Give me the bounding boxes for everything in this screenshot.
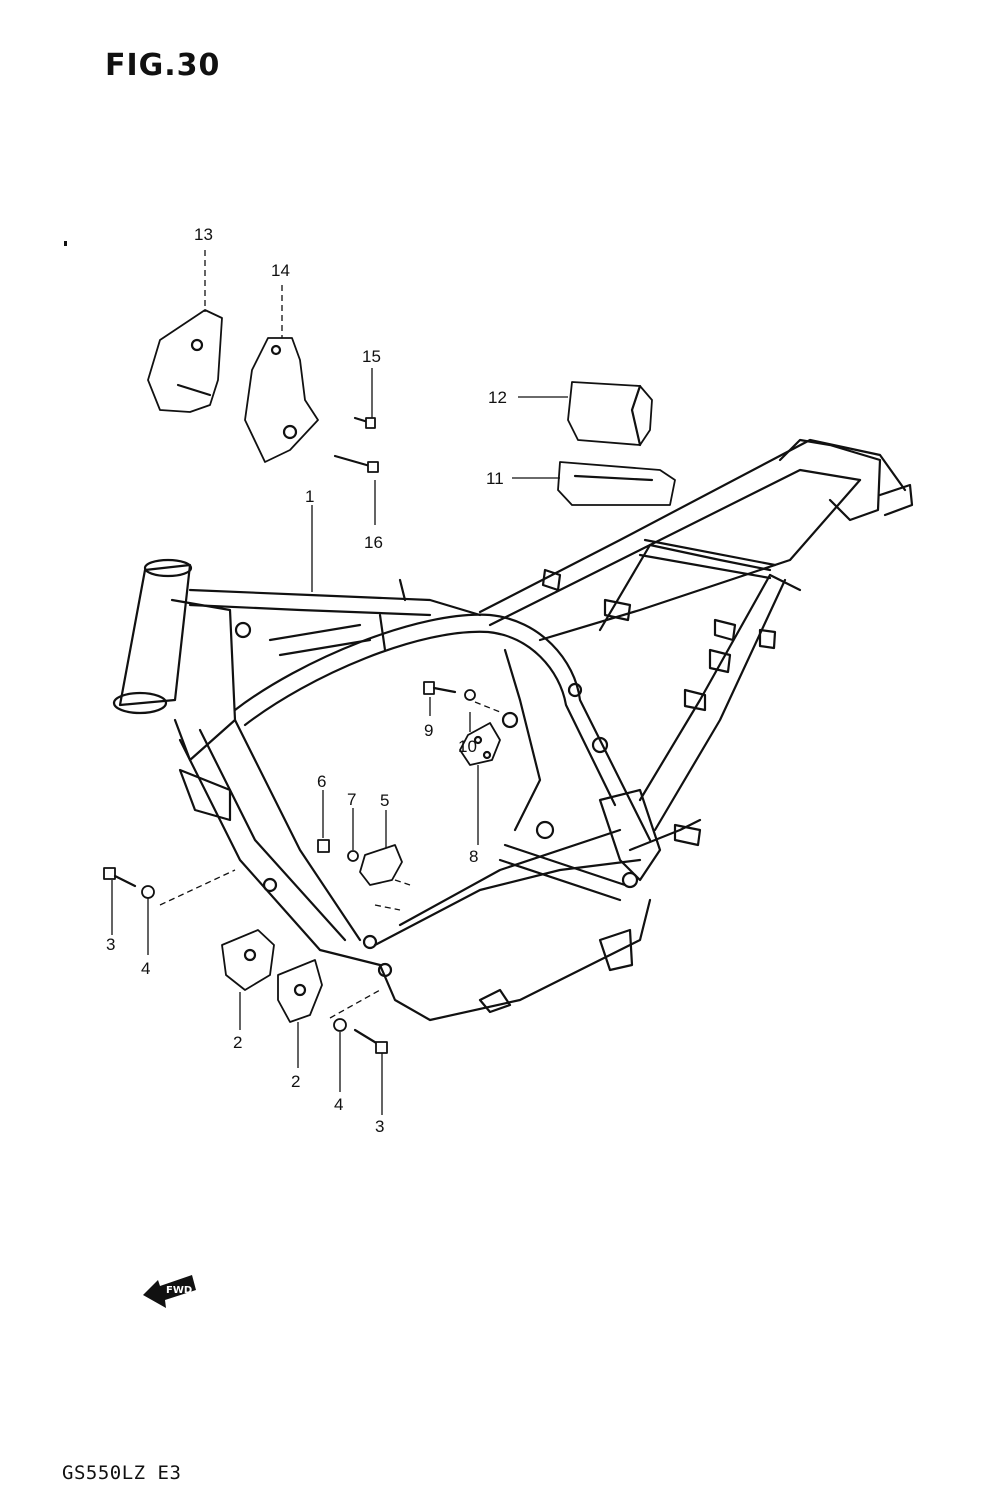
model-code: GS550LZ E3 <box>62 1462 182 1484</box>
fwd-label: FWD <box>166 1285 192 1296</box>
leader-lines <box>111 250 568 1115</box>
bolt-3-left <box>103 867 137 888</box>
callout-7: 7 <box>347 790 356 809</box>
stray-mark <box>64 241 67 246</box>
callout-6: 6 <box>317 772 326 791</box>
bracket-2-right <box>277 959 323 1023</box>
callout-4-right: 4 <box>334 1095 343 1114</box>
callout-2-right: 2 <box>291 1072 300 1091</box>
callout-8: 8 <box>469 847 478 866</box>
cap-12 <box>567 381 653 446</box>
plate-5 <box>359 844 403 886</box>
nut-10 <box>464 689 476 701</box>
washer-7 <box>347 850 359 862</box>
frame-body <box>112 438 914 1022</box>
callout-3-left: 3 <box>106 935 115 954</box>
callout-13: 13 <box>194 225 213 244</box>
callout-10: 10 <box>458 737 477 756</box>
bolt-3-right <box>353 1028 388 1054</box>
callout-11: 11 <box>486 469 504 488</box>
washer-4-left <box>141 885 155 899</box>
callout-4-left: 4 <box>141 959 150 978</box>
figure-title: FIG.30 <box>105 48 221 83</box>
callout-12: 12 <box>488 388 507 407</box>
callout-5: 5 <box>380 791 389 810</box>
bolt-15 <box>353 416 376 429</box>
callout-14: 14 <box>271 261 290 280</box>
bolt-16 <box>333 454 379 473</box>
tray-11 <box>557 461 676 506</box>
callout-9: 9 <box>424 721 433 740</box>
callout-15: 15 <box>362 347 381 366</box>
callout-2-left: 2 <box>233 1033 242 1052</box>
fwd-arrow-icon: FWD <box>143 1275 196 1308</box>
side-cover-13 <box>147 309 223 413</box>
callout-1: 1 <box>305 487 314 506</box>
bolt-9 <box>423 681 457 695</box>
callout-3-right: 3 <box>375 1117 384 1136</box>
callout-16: 16 <box>364 533 383 552</box>
bolt-6 <box>317 839 330 853</box>
washer-4-right <box>333 1018 347 1032</box>
side-cover-14 <box>244 337 319 463</box>
